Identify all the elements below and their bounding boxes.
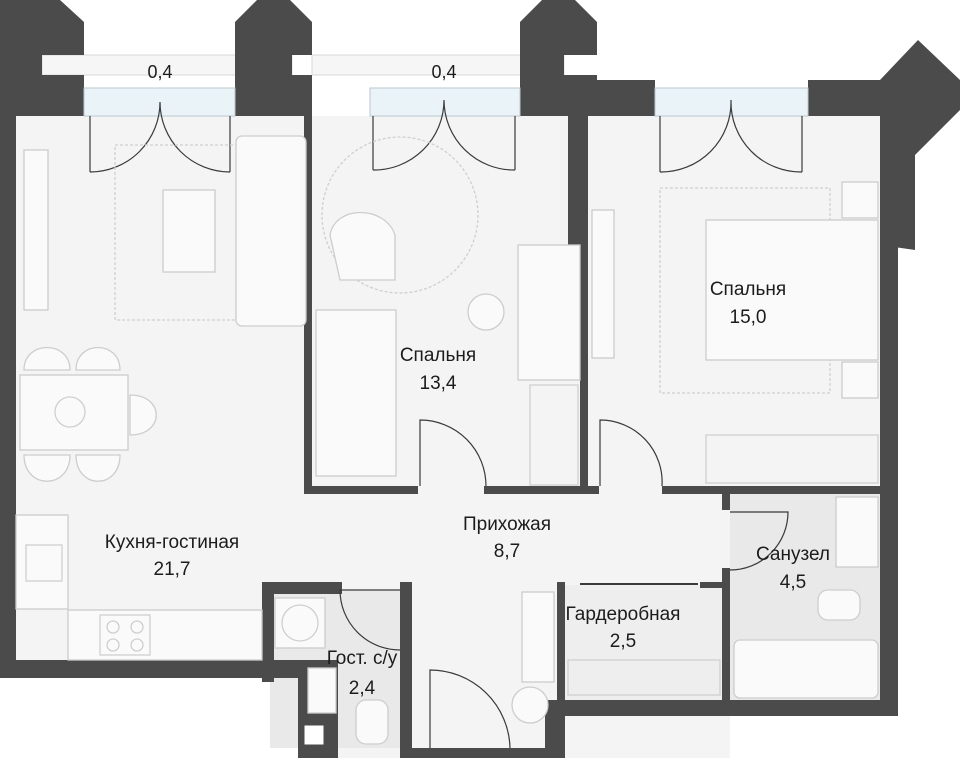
hall-name: Прихожая	[463, 514, 551, 535]
pillar-2	[520, 0, 655, 245]
burner	[106, 638, 120, 652]
wardrobe-shelf	[567, 659, 721, 696]
balcony-door-1	[89, 101, 231, 173]
doors	[339, 419, 789, 749]
armchair	[329, 212, 396, 281]
wall-bed1-left	[304, 116, 312, 494]
wc-basin	[307, 667, 337, 714]
sofa	[235, 135, 307, 327]
pillar-1	[235, 0, 312, 116]
dining-table	[19, 374, 129, 451]
wardrobe-name: Гардеробная	[566, 604, 681, 625]
wall-bed2-bottom	[662, 486, 898, 494]
wall-bed1-bottom	[304, 486, 418, 494]
washing-machine-drum	[281, 604, 319, 642]
dining-chairs	[23, 347, 157, 482]
door-guest-wc[interactable]	[339, 589, 401, 651]
wall-left	[0, 48, 16, 678]
double-bed	[705, 219, 879, 361]
desk	[517, 244, 581, 381]
kitchen-counter	[15, 514, 69, 610]
wc-wall-top	[262, 582, 342, 594]
bedroom1-area: 13,4	[420, 373, 457, 394]
burner	[130, 620, 144, 634]
coffee-table	[162, 189, 216, 273]
nightstand-top	[841, 181, 879, 219]
wall-right-top	[808, 40, 960, 250]
wall-bottom-right	[565, 700, 898, 716]
toilet	[817, 589, 861, 621]
desk-chair	[467, 293, 505, 331]
kitchen-name: Кухня-гостиная	[105, 532, 239, 553]
burner	[130, 638, 144, 652]
kitchen-area: 21,7	[154, 559, 191, 580]
bedroom2-name: Спальня	[710, 279, 786, 300]
wall-wardrobe-top	[700, 582, 730, 588]
bedroom1-name: Спальня	[400, 345, 476, 366]
door-entrance[interactable]	[429, 669, 511, 749]
bed-single	[315, 309, 397, 477]
wardrobe-area: 2,5	[610, 631, 636, 652]
tv-unit	[23, 149, 49, 311]
labels: 0,4 0,4 Кухня-гостиная 21,7 Спальня 13,4…	[105, 62, 830, 699]
wall-left-top	[0, 0, 84, 116]
dining-bowl	[54, 396, 86, 428]
wall-bath-left2	[722, 568, 730, 708]
wall-bottom-step	[545, 700, 565, 758]
hall-shoe-cabinet	[521, 591, 555, 683]
bathroom-name: Санузел	[756, 544, 830, 565]
hall-round-table	[511, 686, 549, 724]
sink	[25, 544, 63, 582]
wc-shaft	[301, 722, 327, 748]
wall-bed1-right	[580, 245, 588, 494]
kitchen-counter-bottom	[67, 609, 263, 661]
windows	[83, 87, 809, 173]
door-bathroom[interactable]	[729, 511, 789, 571]
wall-wardrobe-left	[557, 582, 565, 708]
wall-right-lower	[880, 245, 898, 715]
guest-wc-name: Гост. с/у	[327, 648, 398, 669]
hall-area: 8,7	[494, 541, 520, 562]
tv-unit-bed2	[591, 209, 615, 359]
door-bedroom2[interactable]	[599, 419, 663, 487]
wc-toilet	[355, 699, 389, 745]
bedroom1-rug	[321, 136, 479, 294]
washing-machine	[274, 597, 326, 649]
cooktop	[99, 614, 151, 656]
bedroom2-area: 15,0	[730, 307, 767, 328]
door-bedroom1[interactable]	[419, 419, 487, 487]
balcony1-area: 0,4	[147, 62, 172, 82]
balcony2-area: 0,4	[431, 62, 456, 82]
nightstand-bottom	[841, 361, 879, 399]
wall-entrance	[412, 748, 547, 758]
bathroom-area: 4,5	[780, 572, 806, 593]
wc-wall-right	[400, 582, 412, 758]
wall-bed1-bottom2	[484, 486, 599, 494]
washbasin	[835, 496, 879, 568]
balcony-door-3	[659, 99, 803, 173]
wall-bath-left	[722, 490, 730, 510]
burner	[106, 620, 120, 634]
furniture	[15, 135, 879, 745]
guest-wc-area: 2,4	[349, 678, 376, 699]
bathtub	[733, 639, 879, 699]
wardrobe-floor	[565, 585, 725, 700]
wall-bottom-left	[0, 660, 300, 678]
wc-wall-left	[262, 582, 274, 682]
balcony-door-2	[372, 99, 516, 171]
wardrobe-bed2	[705, 434, 879, 484]
wardrobe-bed1	[529, 384, 579, 486]
